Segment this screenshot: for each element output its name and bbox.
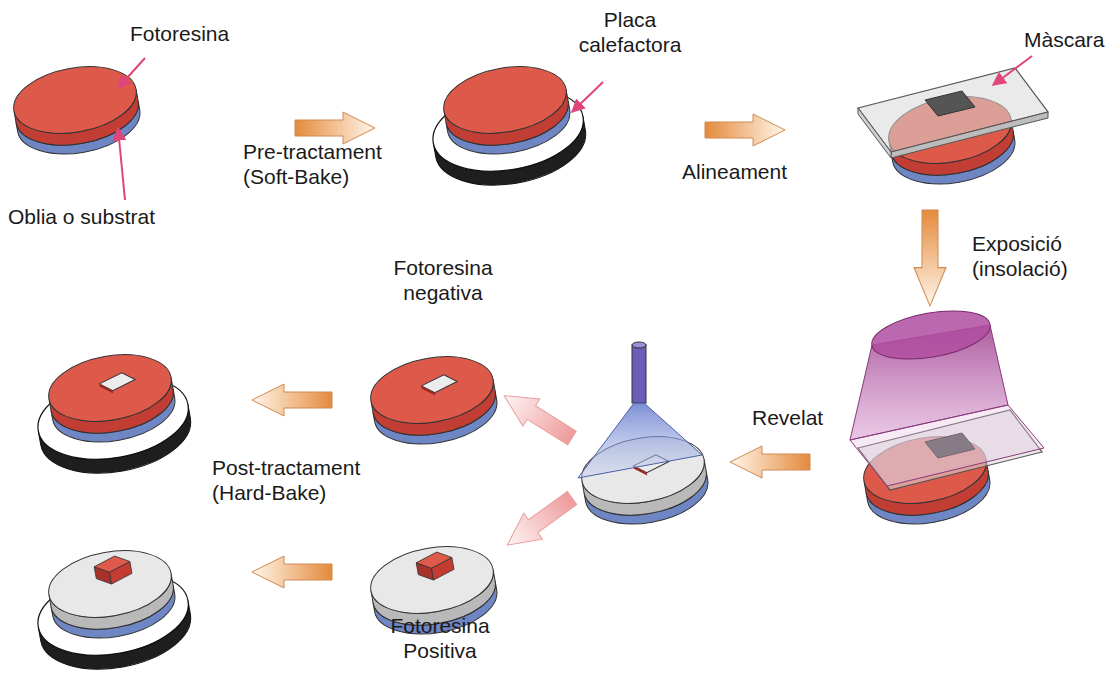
process-arrow (730, 446, 810, 478)
exposed-window (98, 371, 137, 396)
process-arrow (252, 384, 332, 416)
coated-wafer (8, 58, 145, 163)
step-label: Revelat (752, 406, 823, 431)
part-label: Màscara (1024, 28, 1105, 53)
exposure-lamp (850, 303, 1044, 533)
positive-wafer (43, 542, 180, 647)
process-arrow (498, 485, 582, 558)
mask-alignment (858, 68, 1048, 193)
resist-block (415, 550, 455, 583)
part-label: Fotoresina (130, 22, 229, 47)
process-arrow (295, 112, 375, 144)
negative-wafer (365, 348, 502, 453)
leader-line (572, 82, 603, 112)
part-label: Oblia o substrat (8, 205, 155, 230)
step-label: Alineament (682, 160, 787, 185)
process-arrow (252, 556, 332, 588)
step-label: Post-tractament (Hard-Bake) (212, 456, 382, 506)
exposed-window (420, 373, 459, 398)
type-label: Fotoresina Positiva (380, 614, 500, 664)
coated-wafer (438, 58, 575, 163)
part-label: Placa calefactora (560, 8, 700, 58)
negative-wafer (43, 346, 180, 451)
type-label: Fotoresina negativa (383, 256, 503, 306)
leader-line (118, 58, 145, 88)
leader-line (118, 128, 125, 200)
process-arrow (496, 382, 581, 452)
process-arrow (914, 210, 946, 306)
developer-spray (576, 342, 713, 533)
resist-block (93, 554, 133, 587)
step-label: Exposició (insolació) (972, 232, 1107, 282)
step-label: Pre-tractament (Soft-Bake) (243, 140, 403, 190)
process-arrow (705, 114, 785, 146)
